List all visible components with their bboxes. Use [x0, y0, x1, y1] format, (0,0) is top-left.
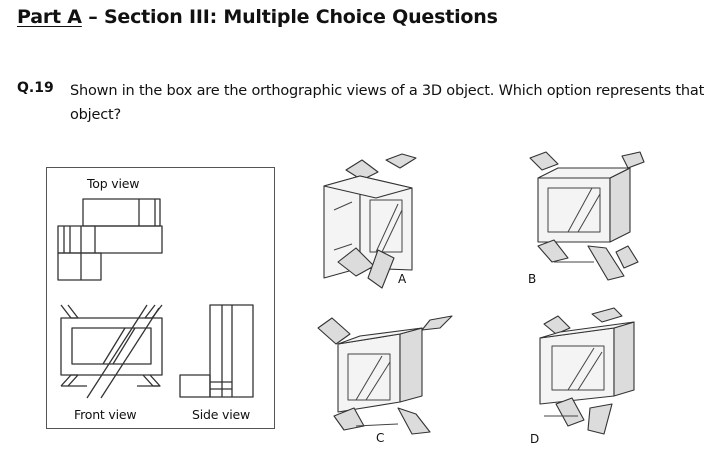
option-b-figure[interactable]	[524, 150, 654, 295]
option-c-letter[interactable]: C	[376, 431, 385, 445]
top-view-label: Top view	[87, 176, 140, 191]
section-part: Part A	[17, 6, 82, 28]
side-view-drawing	[179, 304, 254, 398]
front-view-drawing	[60, 304, 163, 399]
question-number: Q.19	[17, 80, 54, 96]
top-view-drawing	[57, 198, 163, 281]
option-a-figure[interactable]	[316, 150, 436, 295]
option-a-letter[interactable]: A	[398, 272, 407, 286]
section-title: – Section III: Multiple Choice Questions	[81, 6, 498, 28]
option-d-letter[interactable]: D	[530, 432, 540, 446]
question-text: Shown in the box are the orthographic vi…	[70, 83, 705, 123]
orthographic-views-box: Top view Front view Side view	[46, 167, 275, 429]
side-view-label: Side view	[192, 407, 250, 422]
front-view-label: Front view	[74, 407, 137, 422]
option-d-figure[interactable]	[530, 304, 660, 444]
option-b-letter[interactable]: B	[528, 272, 537, 286]
section-heading: Part A – Section III: Multiple Choice Qu…	[17, 6, 498, 28]
option-c-figure[interactable]	[312, 314, 453, 444]
